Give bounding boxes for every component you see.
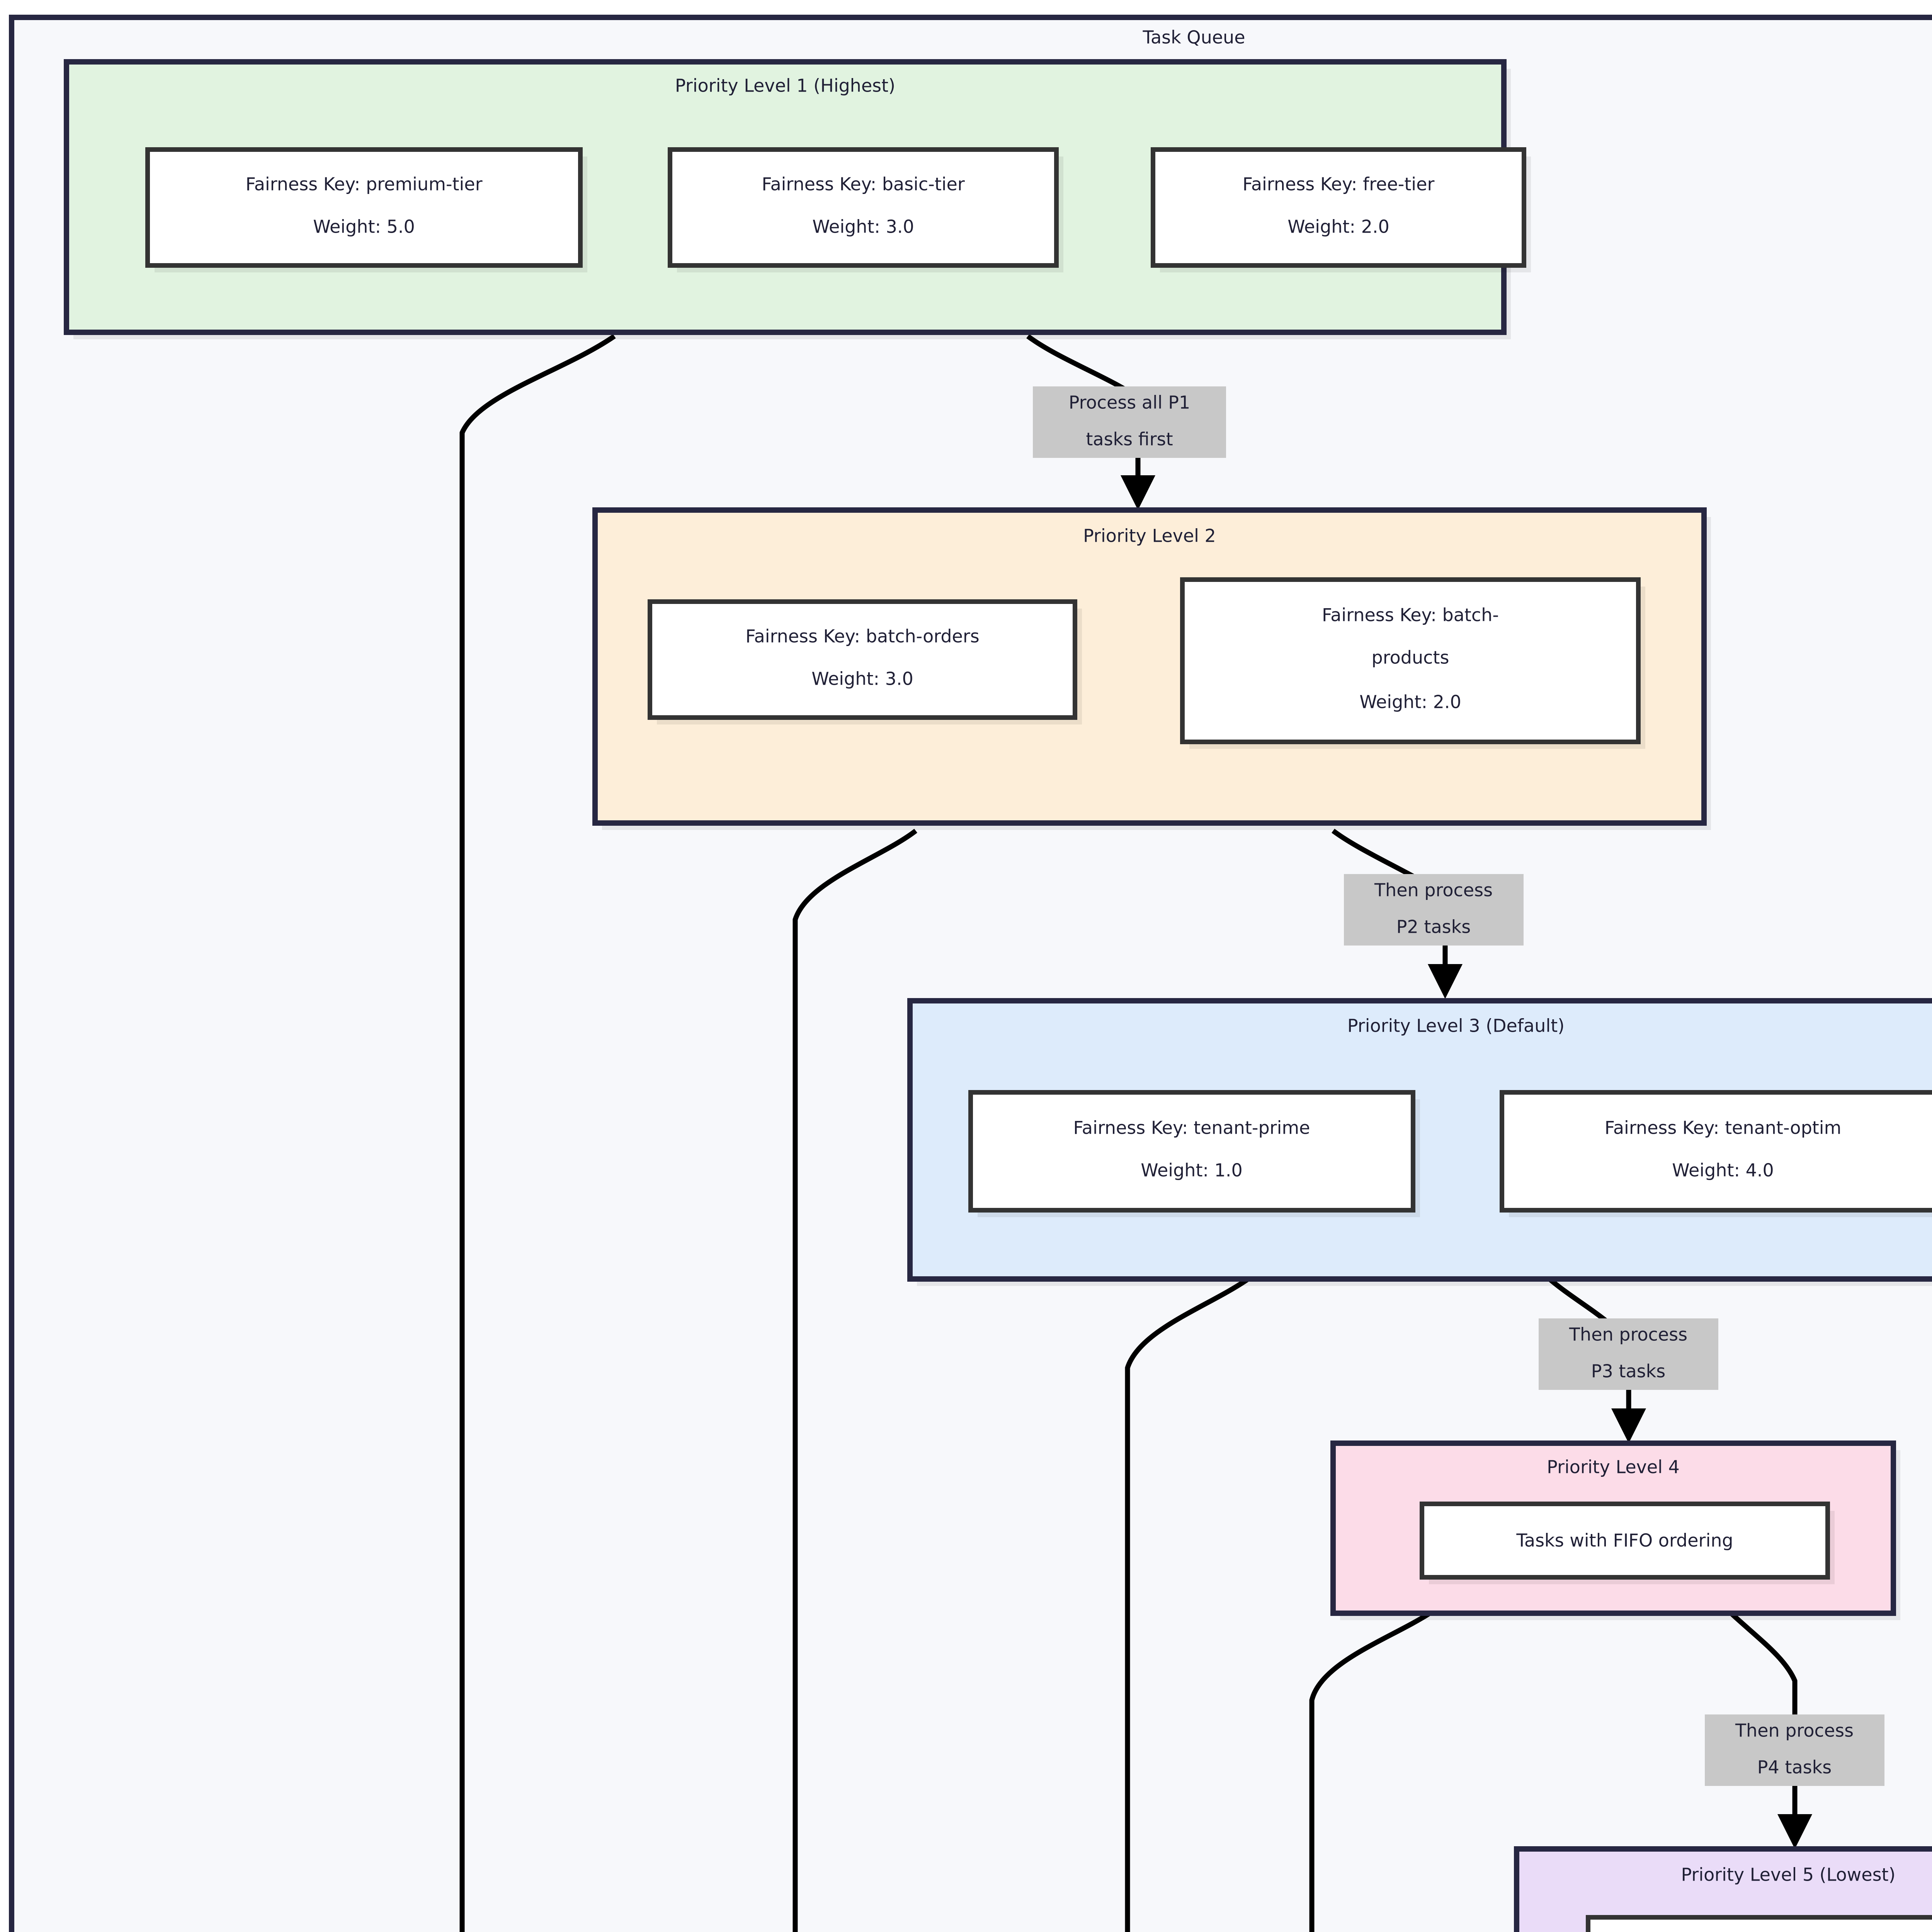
p1-item1-key: Fairness Key: basic-tier bbox=[762, 174, 965, 195]
edge-p2-p3-arrowhead bbox=[1428, 964, 1463, 999]
p1-item1-weight: Weight: 3.0 bbox=[812, 216, 914, 237]
p1-item0-key: Fairness Key: premium-tier bbox=[245, 174, 482, 195]
edge-label-p2-p3-bg bbox=[1344, 874, 1524, 946]
edge-label-p3-p4-line2: P3 tasks bbox=[1591, 1361, 1665, 1382]
p1-title: Priority Level 1 (Highest) bbox=[675, 75, 895, 96]
edge-p3-p4-arrowhead bbox=[1611, 1408, 1646, 1443]
p2-item1-key-line2: products bbox=[1372, 647, 1449, 668]
edge-label-p4-p5-group: Then process P4 tasks bbox=[1705, 1714, 1884, 1786]
p5-item0-rect bbox=[1586, 1915, 1932, 1932]
cluster-priority-level-5: Priority Level 5 (Lowest) Tasks with FIF… bbox=[1514, 1846, 1932, 1932]
p1-item1-rect bbox=[668, 147, 1059, 268]
edge-label-p4-p5-line1: Then process bbox=[1735, 1720, 1854, 1741]
edge-p2-workers bbox=[793, 828, 917, 1932]
p3-item0-weight: Weight: 1.0 bbox=[1141, 1160, 1243, 1181]
p3-item0-rect bbox=[968, 1090, 1415, 1213]
p4-item0-label: Tasks with FIFO ordering bbox=[1516, 1530, 1733, 1551]
edge-p4-p5 bbox=[1729, 1611, 1798, 1835]
edge-p1-p2-arrowhead bbox=[1121, 475, 1155, 510]
p3-item1-weight: Weight: 4.0 bbox=[1672, 1160, 1774, 1181]
cluster-priority-level-3: Priority Level 3 (Default) Fairness Key:… bbox=[907, 998, 1932, 1286]
edge-p3-workers bbox=[1125, 1277, 1250, 1932]
p4-title: Priority Level 4 bbox=[1547, 1457, 1680, 1478]
p3-title: Priority Level 3 (Default) bbox=[1347, 1015, 1565, 1036]
p1-item2-weight: Weight: 2.0 bbox=[1287, 216, 1389, 237]
edge-label-p1-p2-bg bbox=[1033, 386, 1226, 458]
task-queue-title: Task Queue bbox=[1142, 27, 1245, 48]
p1-item2-rect bbox=[1151, 147, 1526, 268]
p2-title: Priority Level 2 bbox=[1083, 526, 1216, 546]
p2-item1-key-line1: Fairness Key: batch- bbox=[1322, 605, 1499, 626]
cluster-priority-level-1: Priority Level 1 (Highest) Fairness Key:… bbox=[64, 59, 1531, 339]
p2-item0-rect bbox=[648, 599, 1077, 720]
p2-item1-rect bbox=[1180, 577, 1641, 744]
edge-label-p2-p3-group: Then process P2 tasks bbox=[1344, 874, 1524, 946]
edge-label-p3-p4-line1: Then process bbox=[1569, 1324, 1687, 1345]
p1-item0-weight: Weight: 5.0 bbox=[313, 216, 415, 237]
p3-item1-rect bbox=[1500, 1090, 1932, 1213]
p2-item0-key: Fairness Key: batch-orders bbox=[745, 626, 979, 647]
edge-p4-workers bbox=[1309, 1611, 1431, 1932]
cluster-priority-level-4: Priority Level 4 Tasks with FIFO orderin… bbox=[1330, 1440, 1900, 1620]
edge-label-p1-p2-group: Process all P1 tasks first bbox=[1033, 386, 1226, 458]
p1-item2-key: Fairness Key: free-tier bbox=[1243, 174, 1435, 195]
edge-label-p3-p4-bg bbox=[1539, 1318, 1718, 1390]
cluster-task-queue: Task Queue bbox=[9, 15, 1932, 1932]
p2-item0-weight: Weight: 3.0 bbox=[811, 668, 913, 689]
edge-label-p4-p5-line2: P4 tasks bbox=[1757, 1757, 1832, 1778]
p3-item1-key: Fairness Key: tenant-optim bbox=[1605, 1117, 1842, 1138]
p3-item0-key: Fairness Key: tenant-prime bbox=[1073, 1117, 1310, 1138]
p5-title: Priority Level 5 (Lowest) bbox=[1681, 1864, 1895, 1885]
edge-p4-p5-arrowhead bbox=[1777, 1814, 1812, 1849]
edge-label-p1-p2-line2: tasks first bbox=[1086, 429, 1173, 450]
p1-item0-rect bbox=[145, 147, 583, 268]
edge-label-p3-p4-group: Then process P3 tasks bbox=[1539, 1318, 1718, 1390]
edge-label-p4-p5-bg bbox=[1705, 1714, 1884, 1786]
p4-item0-rect bbox=[1420, 1502, 1830, 1580]
edge-p1-workers bbox=[459, 334, 616, 1932]
edge-label-p1-p2-line1: Process all P1 bbox=[1069, 392, 1190, 413]
edge-label-p2-p3-line2: P2 tasks bbox=[1396, 917, 1471, 937]
edge-label-p2-p3-line1: Then process bbox=[1374, 880, 1493, 901]
p2-item1-weight: Weight: 2.0 bbox=[1359, 692, 1461, 713]
cluster-priority-level-2: Priority Level 2 Fairness Key: batch-ord… bbox=[592, 507, 1711, 830]
